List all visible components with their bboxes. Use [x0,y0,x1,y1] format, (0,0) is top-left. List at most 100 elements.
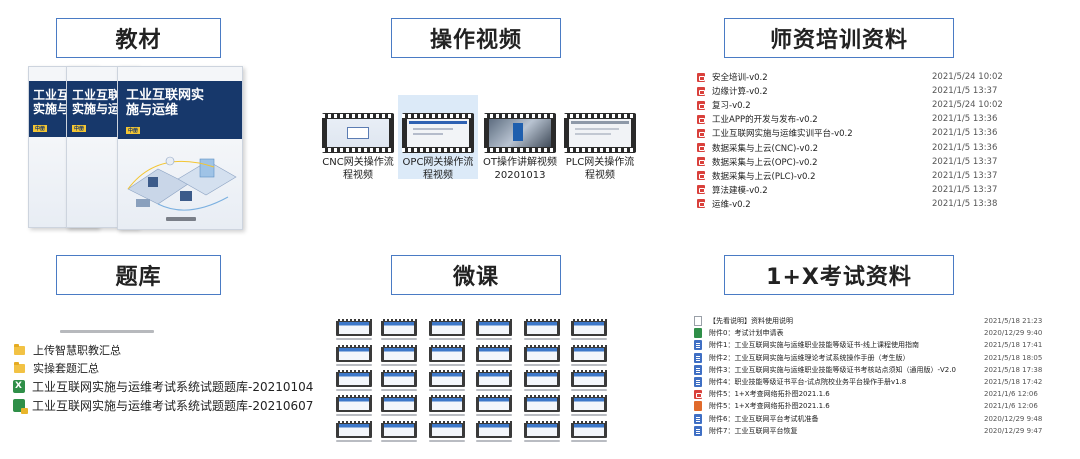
exam-file-name: 附件3：工业互联网实施与运维职业技能等级证书考核站点须知（通用版）-V2.0 [709,365,956,374]
micro-course-caption [476,414,512,416]
teacher-file-name: 算法建模-v0.2 [712,185,768,196]
micro-course-video-icon[interactable] [381,395,417,412]
micro-course-video-icon[interactable] [429,395,465,412]
doc-icon [694,377,702,387]
video-item-selected[interactable]: OPC网关操作流程视频 [398,95,478,181]
micro-course-video-icon[interactable] [476,370,512,387]
micro-course-caption [524,414,560,416]
micro-course-video-icon[interactable] [381,319,417,336]
exam-file-name: 附件0：考试计划申请表 [709,329,784,338]
micro-course-video-icon[interactable] [381,345,417,362]
micro-course-video-icon[interactable] [524,395,560,412]
exam-file-date: 2021/5/18 17:41 [984,341,1043,350]
micro-course-caption [429,338,465,340]
micro-course-video-icon[interactable] [336,395,372,412]
micro-course-video-icon[interactable] [336,345,372,362]
micro-course-caption [476,364,512,366]
book-cover-front[interactable]: 工业互联网实施与运维 中册 [117,66,243,230]
micro-course-video-icon[interactable] [429,370,465,387]
micro-course-video-icon[interactable] [476,345,512,362]
pdf-icon [694,389,702,399]
teacher-file-name: 工业APP的开发与发布-v0.2 [712,115,818,126]
excel-locked-icon [13,398,28,414]
micro-course-video-icon[interactable] [476,319,512,336]
video-label: CNC网关操作流程视频 [322,157,394,181]
scroll-cut-row [60,330,154,333]
micro-course-video-icon[interactable] [336,421,372,438]
micro-course-video-icon[interactable] [571,370,607,387]
micro-course-caption [336,364,372,366]
exam-file-name: 附件4：职业技能等级证书平台-试点院校业务平台操作手册v1.8 [709,378,907,386]
video-item[interactable]: CNC网关操作流程视频 [318,108,398,181]
micro-course-video-icon[interactable] [429,345,465,362]
bank-item[interactable]: 上传智慧职教汇总 [14,342,121,358]
micro-course-caption [476,440,512,442]
micro-course-video-icon[interactable] [476,395,512,412]
teacher-file-name: 数据采集与上云(OPC)-v0.2 [712,157,818,168]
pdf-icon [697,143,705,152]
micro-course-video-icon[interactable] [336,319,372,336]
micro-course-video-icon[interactable] [524,421,560,438]
micro-course-video-icon[interactable] [524,370,560,387]
micro-course-video-icon[interactable] [336,370,372,387]
micro-course-caption [571,414,607,416]
micro-course-caption [524,440,560,442]
micro-course-video-icon[interactable] [571,421,607,438]
micro-course-video-icon[interactable] [429,319,465,336]
teacher-file-name: 复习-v0.2 [712,101,751,112]
bank-item[interactable]: 工业互联网实施与运维考试系统试题题库-20210104 [13,377,313,395]
video-label: OT操作讲解视频20201013 [483,157,557,181]
video-file-icon [564,113,636,153]
video-item[interactable]: PLC网关操作流程视频 [560,108,640,181]
video-item[interactable]: OT操作讲解视频20201013 [480,108,560,181]
exam-file-name: 附件5：1+X考查网络拓扑图2021.1.6 [709,390,830,399]
bank-item[interactable]: 工业互联网实施与运维考试系统试题题库-20210607 [13,396,313,414]
exam-file[interactable]: 附件2：工业互联网实施与运维理论考试系统操作手册（考生版）2021/5/18 1… [694,351,1074,365]
teacher-file-name: 数据采集与上云(PLC)-v0.2 [712,171,816,182]
pdf-icon [697,185,705,195]
exam-file-date: 2020/12/29 9:48 [984,414,1043,423]
doc-icon [694,425,702,436]
micro-course-caption [336,440,372,442]
micro-course-video-icon[interactable] [571,395,607,412]
micro-course-video-icon[interactable] [524,345,560,362]
doc-icon [694,364,702,375]
teacher-file-date: 2021/1/5 13:36 [932,142,998,153]
micro-course-video-icon[interactable] [381,421,417,438]
publisher-logo [166,217,196,221]
video-file-icon [322,113,394,153]
micro-course-video-icon[interactable] [429,421,465,438]
section-title-textbook: 教材 [56,18,221,58]
exam-file-date: 2021/5/18 17:42 [984,378,1043,386]
micro-course-video-icon[interactable] [381,370,417,387]
micro-course-video-icon[interactable] [571,319,607,336]
micro-course-video-icon[interactable] [571,345,607,362]
exam-file[interactable]: 附件4：职业技能等级证书平台-试点院校业务平台操作手册v1.8 2021/5/18… [694,375,1074,389]
micro-course-video-icon[interactable] [524,319,560,336]
exam-file-name: 附件6：工业互联网平台考试机准备 [709,414,819,423]
exam-file[interactable]: 附件6：工业互联网平台考试机准备 2020/12/29 9:48 [694,412,1074,426]
teacher-file-date: 2021/1/5 13:38 [932,198,998,209]
teacher-file-date: 2021/1/5 13:36 [932,128,998,139]
micro-course-video-icon[interactable] [476,421,512,438]
teacher-file-date: 2021/1/5 13:37 [932,86,998,97]
folder-icon [14,361,25,373]
bank-item[interactable]: 实操套题汇总 [14,360,99,376]
